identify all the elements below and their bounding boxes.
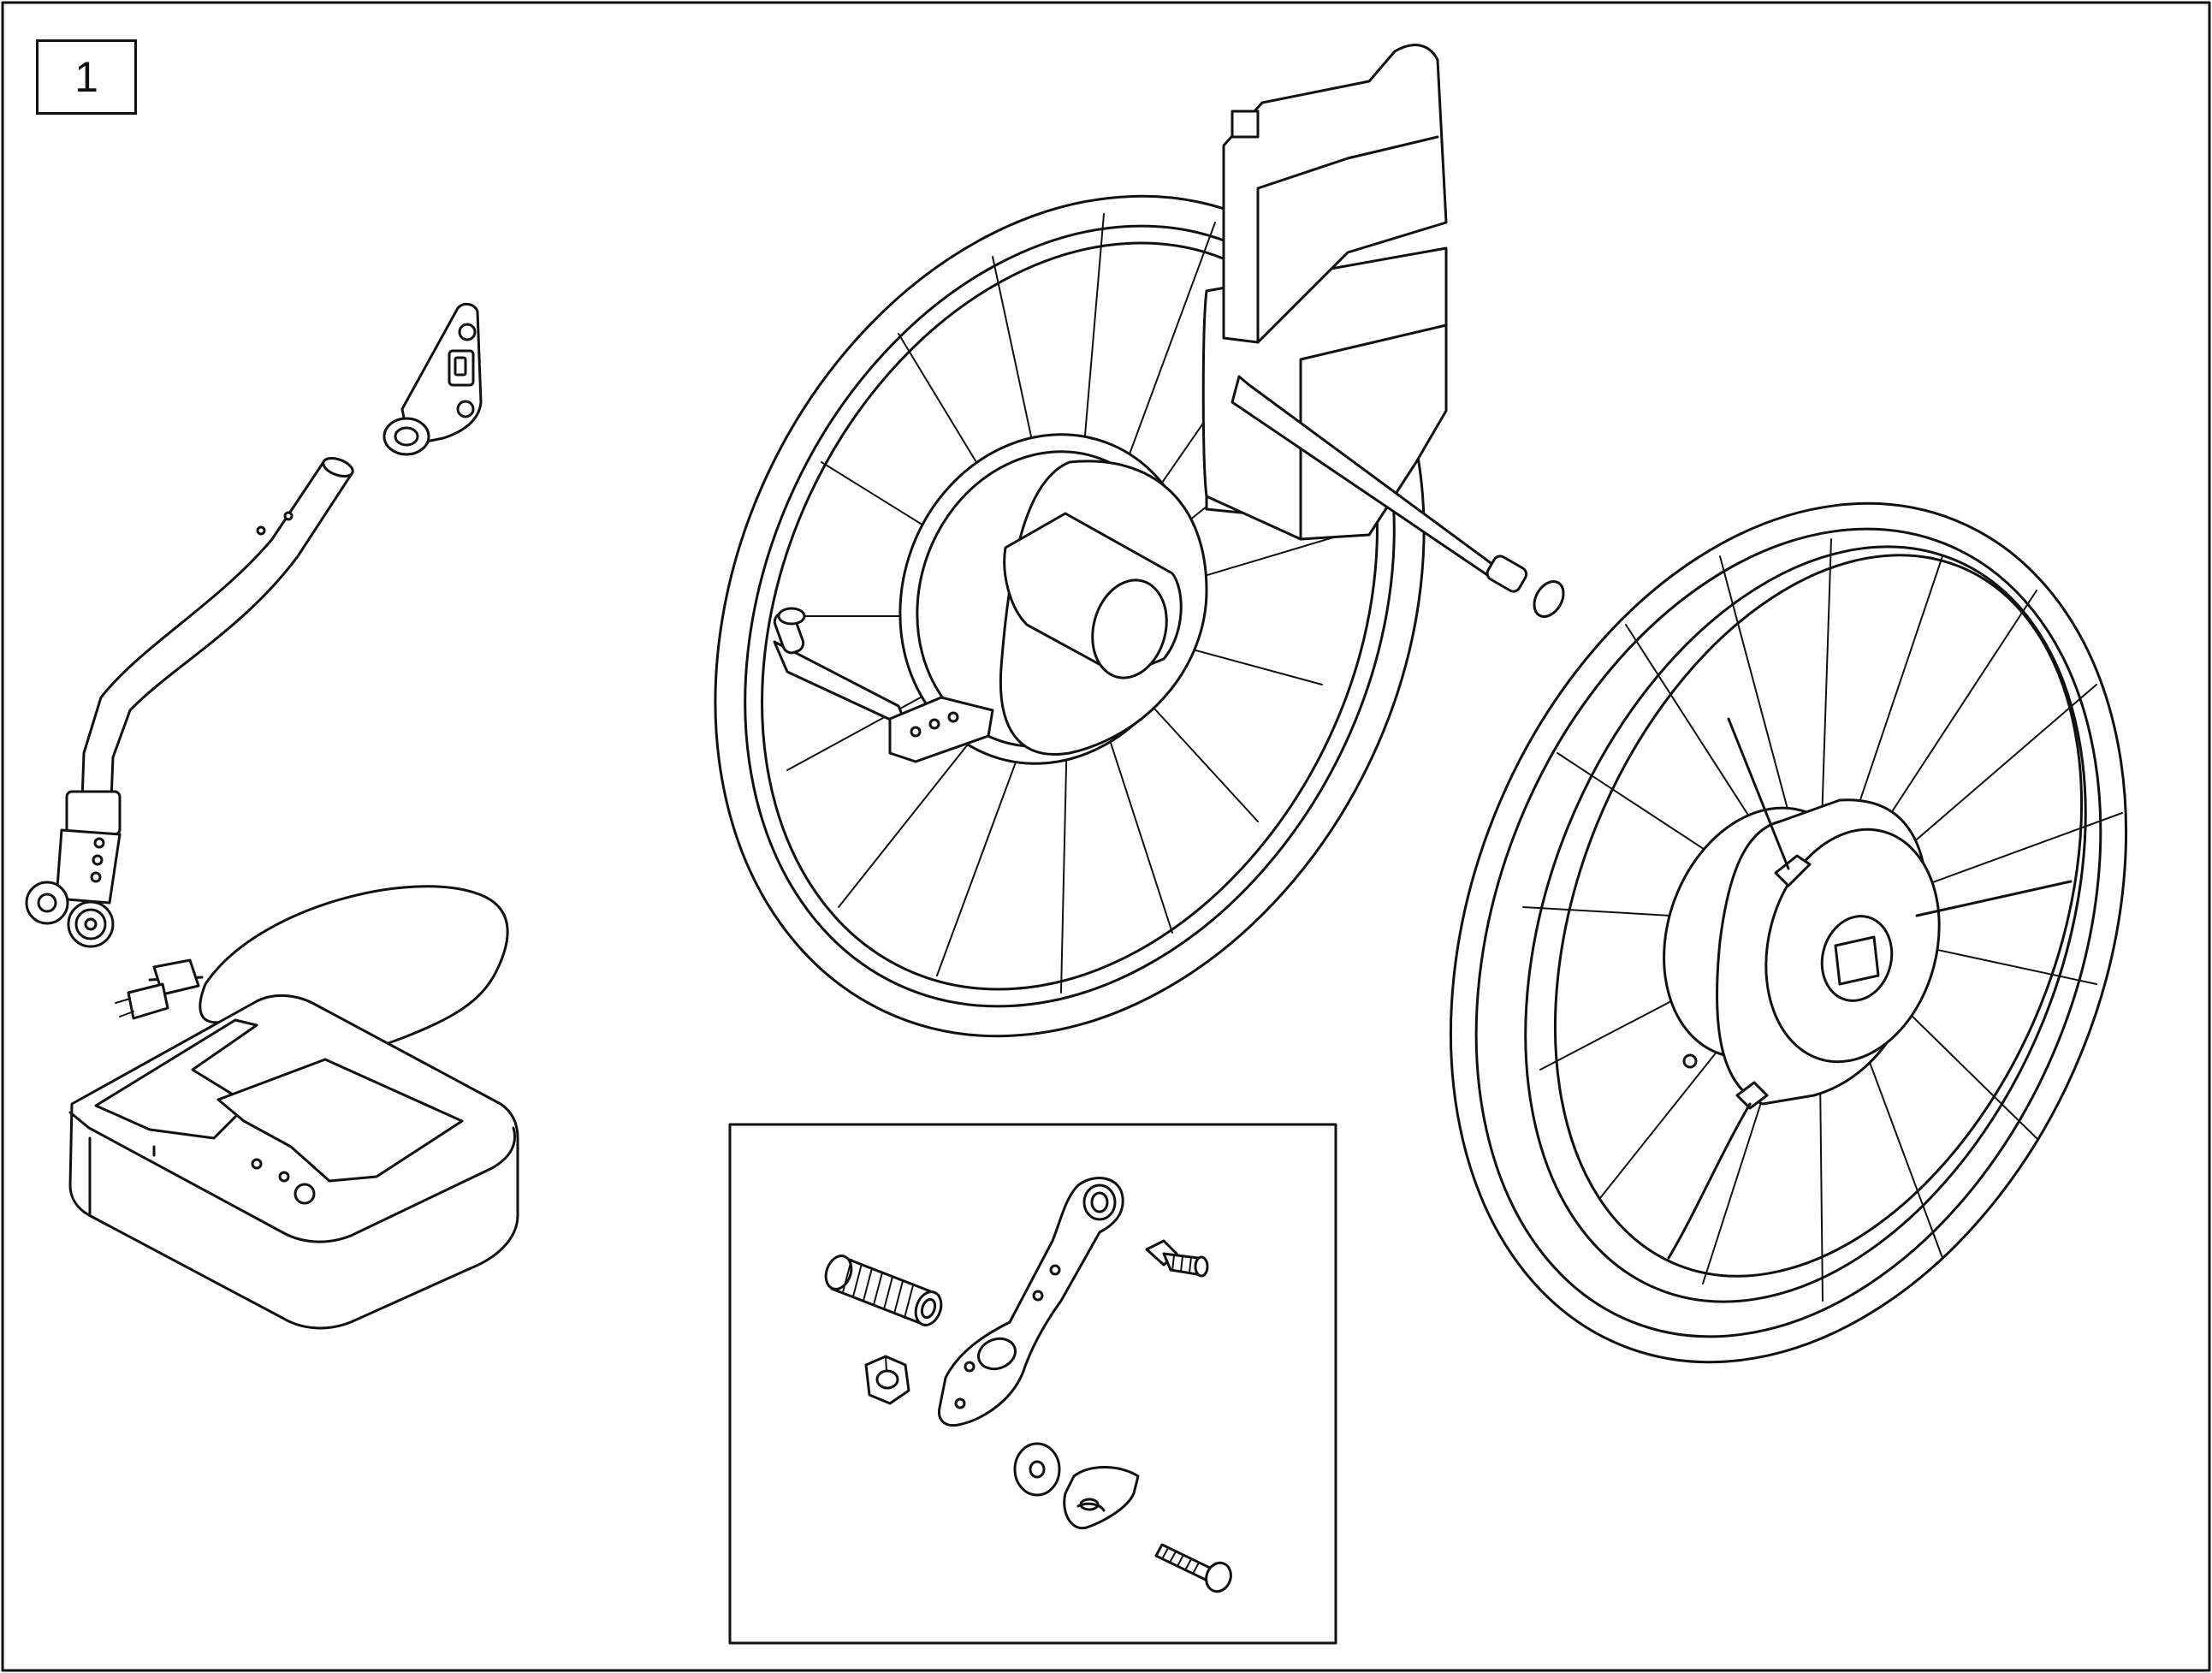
stud-fitting-part: [1145, 1239, 1209, 1278]
drive-wheel-with-battery-part: [714, 44, 1565, 1038]
drive-wheel-right-part: [1449, 501, 2128, 1364]
hex-nut-part: [864, 1355, 910, 1405]
arm-plate-part: [937, 1177, 1124, 1427]
anti-tip-tube-part: [25, 457, 354, 948]
washer-part: [1013, 1442, 1061, 1497]
battery-charger-part: [68, 885, 519, 1330]
spacer-cam-part: [1063, 1466, 1140, 1530]
anti-tip-bracket-part: [383, 302, 483, 456]
detail-hardware-kit-inset: [728, 1123, 1337, 1645]
threaded-sleeve-part: [824, 1255, 943, 1326]
figure-number-label: 1: [36, 39, 137, 115]
screw-part: [1154, 1543, 1232, 1593]
